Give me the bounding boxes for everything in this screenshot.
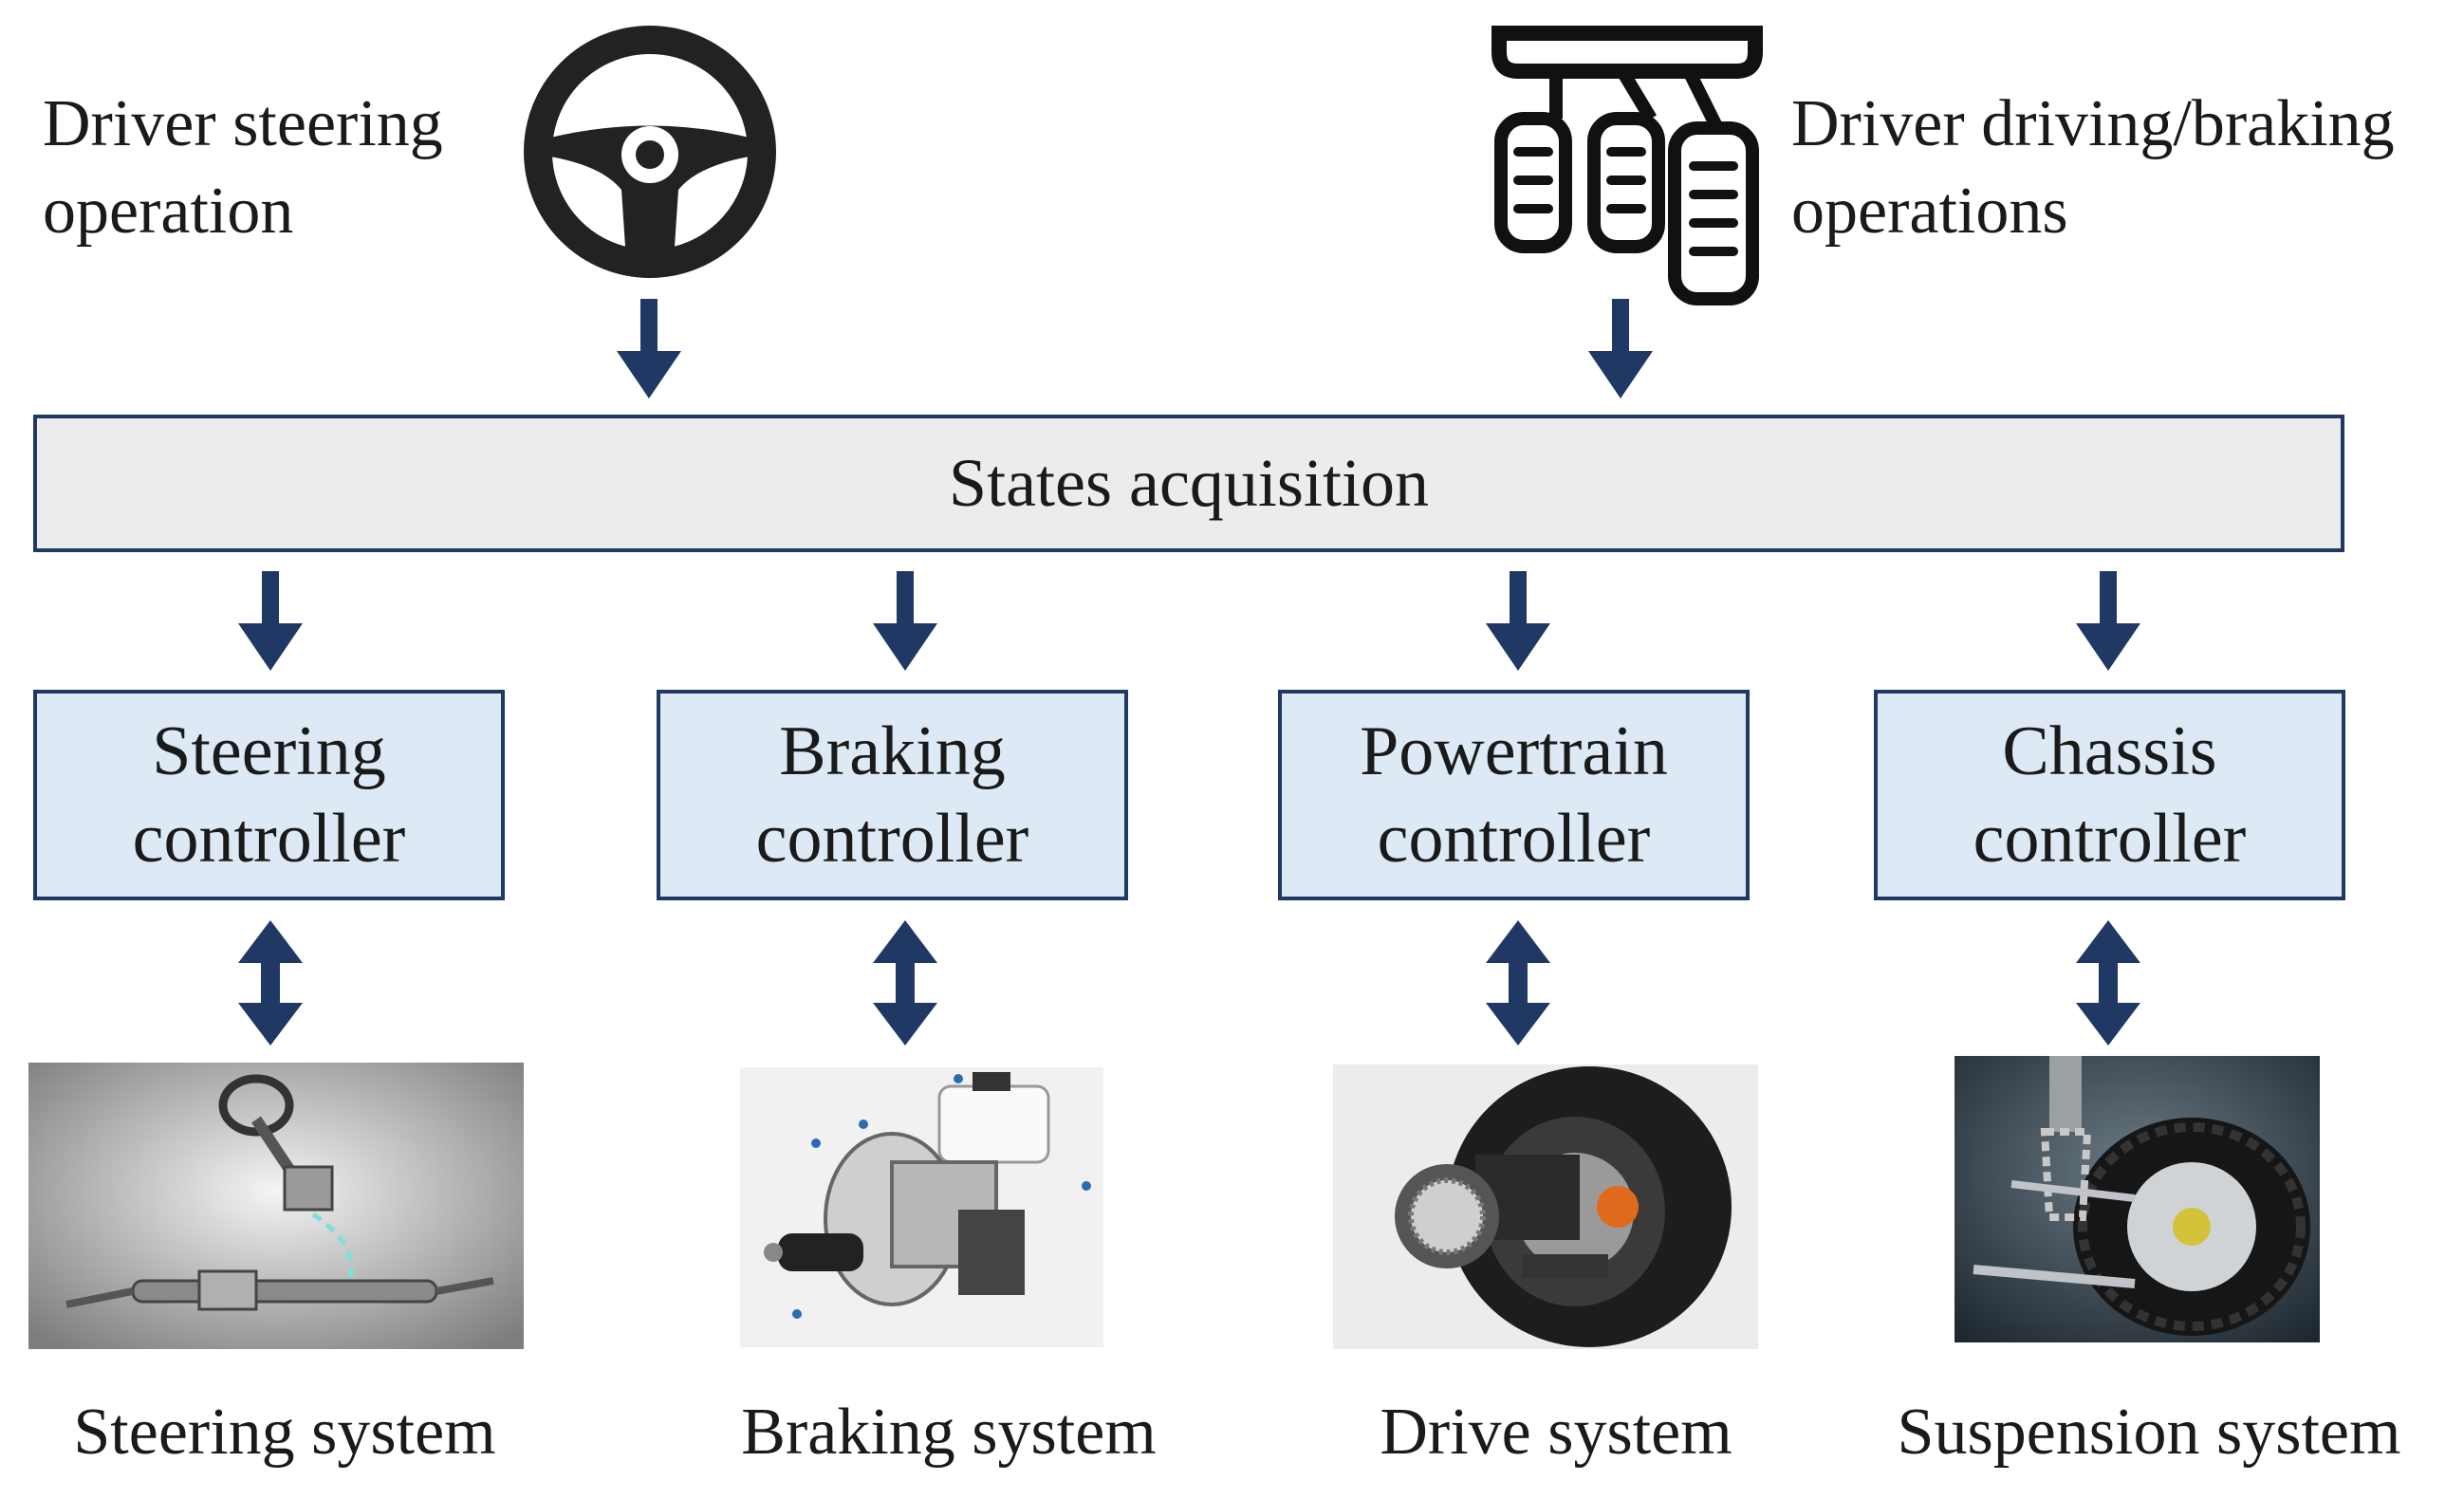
steering-wheel-icon	[522, 24, 778, 280]
arrow-steering-to-states	[617, 299, 681, 398]
driver-pedal-label: Driver driving/braking operations	[1791, 81, 2395, 255]
arrow-states-to-steering-controller	[238, 571, 303, 671]
chassis-controller-box: Chassis controller	[1874, 690, 2345, 900]
steering-controller-box: Steering controller	[33, 690, 505, 900]
powertrain-controller-line2: controller	[1377, 800, 1651, 878]
powertrain-controller-line1: Powertrain	[1360, 712, 1668, 790]
suspension-system-label: Suspension system	[1897, 1396, 2401, 1469]
driver-pedal-label-line2: operations	[1791, 175, 2068, 248]
driver-steering-label-line1: Driver steering	[43, 87, 443, 160]
chassis-controller-line2: controller	[1973, 800, 2247, 878]
pedals-icon	[1490, 24, 1765, 308]
steering-system-image	[28, 1063, 524, 1349]
steering-controller-line2: controller	[132, 800, 406, 878]
arrow-powertrain-controller-system	[1486, 920, 1550, 1046]
driver-steering-label: Driver steering operation	[43, 81, 443, 255]
driver-pedal-label-line1: Driver driving/braking	[1791, 87, 2395, 160]
braking-controller-box: Braking controller	[657, 690, 1128, 900]
arrow-states-to-braking-controller	[873, 571, 937, 671]
drive-system-image	[1333, 1064, 1758, 1349]
driver-steering-label-line2: operation	[43, 175, 294, 248]
suspension-system-image	[1955, 1056, 2320, 1342]
braking-controller-line1: Braking	[779, 712, 1006, 790]
arrow-steering-controller-system	[238, 920, 303, 1046]
chassis-controller-line1: Chassis	[2002, 712, 2217, 790]
arrow-states-to-powertrain-controller	[1486, 571, 1550, 671]
powertrain-controller-box: Powertrain controller	[1278, 690, 1750, 900]
braking-system-image	[740, 1067, 1103, 1347]
braking-controller-line2: controller	[755, 800, 1029, 878]
drive-system-label: Drive system	[1380, 1396, 1732, 1469]
arrow-braking-controller-system	[873, 920, 937, 1046]
states-acquisition-box: States acquisition	[33, 415, 2344, 552]
braking-system-label: Braking system	[741, 1396, 1157, 1469]
steering-system-label: Steering system	[73, 1396, 496, 1469]
states-acquisition-label: States acquisition	[949, 445, 1429, 521]
arrow-states-to-chassis-controller	[2076, 571, 2140, 671]
arrow-pedals-to-states	[1588, 299, 1653, 398]
arrow-chassis-controller-system	[2076, 920, 2140, 1046]
steering-controller-line1: Steering	[152, 712, 386, 790]
